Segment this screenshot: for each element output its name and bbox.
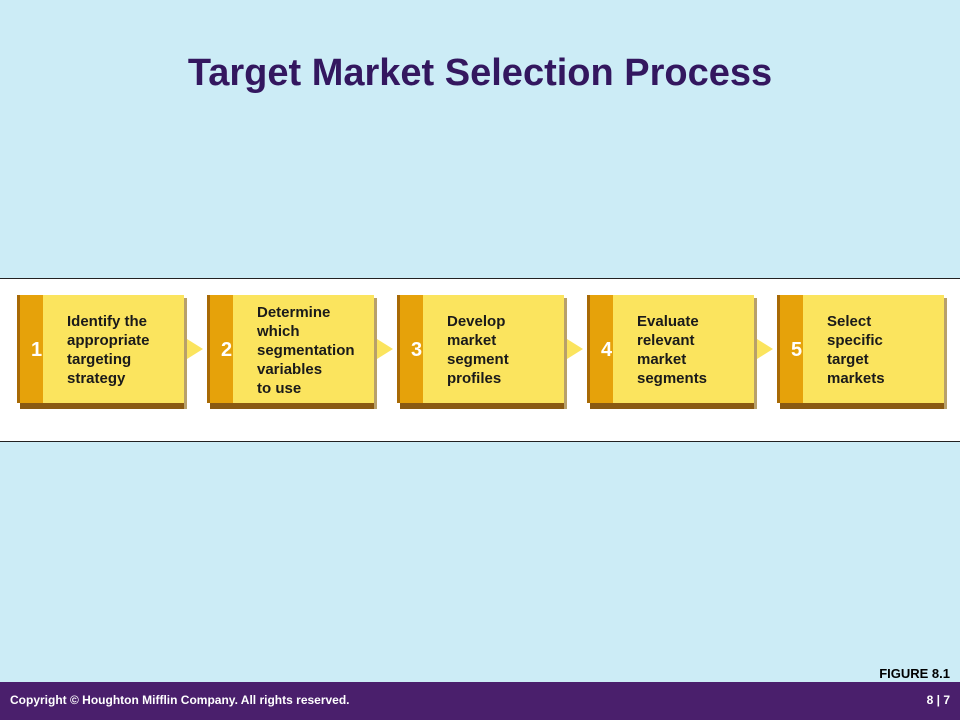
step-shadow: [780, 403, 947, 409]
step-label: Identify the appropriate targeting strat…: [67, 313, 150, 387]
step-label: Select specific target markets: [827, 313, 885, 387]
step-tab: [17, 295, 43, 403]
step-number: 3: [411, 339, 423, 361]
page-number: 8 | 7: [926, 693, 950, 707]
step-4: 4 Evaluate relevant market segments: [587, 295, 757, 409]
step-shadow: [944, 298, 947, 409]
step-number: 4: [601, 339, 613, 361]
step-tab: [777, 295, 803, 403]
step-number: 2: [221, 339, 233, 361]
page-title: Target Market Selection Process: [187, 52, 773, 94]
arrow-icon: [187, 339, 203, 359]
step-3: 3 Develop market segment profiles: [397, 295, 567, 409]
step-box: [207, 295, 374, 403]
step-shadow: [210, 403, 377, 409]
step-shadow: [184, 298, 187, 409]
figure-label: FIGURE 8.1: [879, 666, 950, 681]
arrow-icon: [377, 339, 393, 359]
step-shadow: [400, 403, 567, 409]
arrow-icon: [757, 339, 773, 359]
step-number: 1: [31, 339, 43, 361]
step-shadow: [754, 298, 757, 409]
step-label: Evaluate relevant market segments: [637, 313, 708, 387]
step-shadow: [564, 298, 567, 409]
step-number: 5: [791, 339, 803, 361]
step-shadow: [590, 403, 757, 409]
step-label: Develop market segment profiles: [447, 313, 509, 387]
step-label: Determine which segmentation variables t…: [257, 304, 355, 397]
step-tab: [397, 295, 423, 403]
footer-bar: Copyright © Houghton Mifflin Company. Al…: [0, 682, 960, 720]
step-box: [397, 295, 564, 403]
step-shadow: [374, 298, 377, 409]
arrow-icon: [567, 339, 583, 359]
step-tab: [587, 295, 613, 403]
copyright-text: Copyright © Houghton Mifflin Company. Al…: [10, 693, 350, 707]
step-2: 2 Determine which segmentation variables…: [207, 295, 377, 409]
step-box: [17, 295, 184, 403]
step-5: 5 Select specific target markets: [777, 295, 947, 409]
step-1: 1 Identify the appropriate targeting str…: [17, 295, 187, 409]
step-tab: [207, 295, 233, 403]
step-box: [587, 295, 754, 403]
step-box: [777, 295, 944, 403]
step-shadow: [20, 403, 187, 409]
